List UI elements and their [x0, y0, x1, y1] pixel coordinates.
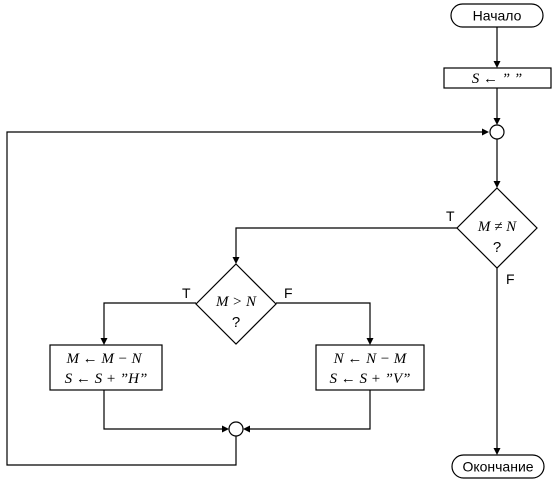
process-subtract-m-line2: S ← S + ”V”	[330, 371, 411, 387]
arrowhead	[493, 181, 501, 188]
init-node: S ← ” ”	[443, 67, 552, 89]
arrowhead	[493, 61, 501, 68]
arrowhead	[243, 425, 250, 433]
label-cond-gt-false: F	[284, 285, 293, 301]
decision-m-gt-n: M > N ?	[195, 263, 277, 345]
merge-connector-top	[489, 124, 505, 140]
arrowhead	[232, 257, 240, 264]
process-subtract-m: N ← N − M S ← S + ”V”	[315, 344, 425, 391]
arrowhead	[100, 338, 108, 345]
end-node: Окончание	[451, 454, 545, 479]
decision-m-gt-n-question: ?	[232, 314, 240, 331]
process-subtract-n-line2: S ← S + ”H”	[65, 371, 148, 387]
edge-cond-gt-true	[103, 302, 196, 340]
label-cond-gt-true: T	[182, 285, 191, 301]
decision-m-ne-n: M ≠ N ?	[456, 187, 538, 269]
start-node: Начало	[450, 3, 544, 28]
arrowhead	[482, 128, 489, 136]
edge-left-op-to-merge	[103, 390, 224, 430]
label-cond-ne-false: F	[506, 271, 515, 287]
arrowhead	[222, 425, 229, 433]
label-cond-ne-true: T	[446, 208, 455, 224]
process-subtract-n: M ← M − N S ← S + ”H”	[49, 344, 163, 391]
edge-right-op-to-merge	[248, 390, 371, 430]
process-subtract-m-line1: N ← N − M	[333, 351, 408, 367]
decision-m-ne-n-label: M ≠ N	[477, 219, 517, 235]
edges	[6, 27, 501, 466]
decision-m-gt-n-label: M > N	[215, 294, 257, 310]
process-subtract-n-line1: M ← M − N	[65, 351, 142, 367]
edge-cond-ne-true	[235, 227, 457, 259]
edge-loop-back	[6, 131, 484, 466]
merge-connector-bottom	[228, 421, 244, 437]
end-label: Окончание	[462, 459, 533, 475]
decision-m-ne-n-question: ?	[493, 239, 501, 256]
init-label: S ← ” ”	[472, 71, 522, 87]
arrowhead	[493, 118, 501, 125]
arrowhead	[493, 448, 501, 455]
edge-cond-gt-false	[276, 302, 371, 340]
arrowhead	[366, 338, 374, 345]
start-label: Начало	[473, 8, 522, 24]
